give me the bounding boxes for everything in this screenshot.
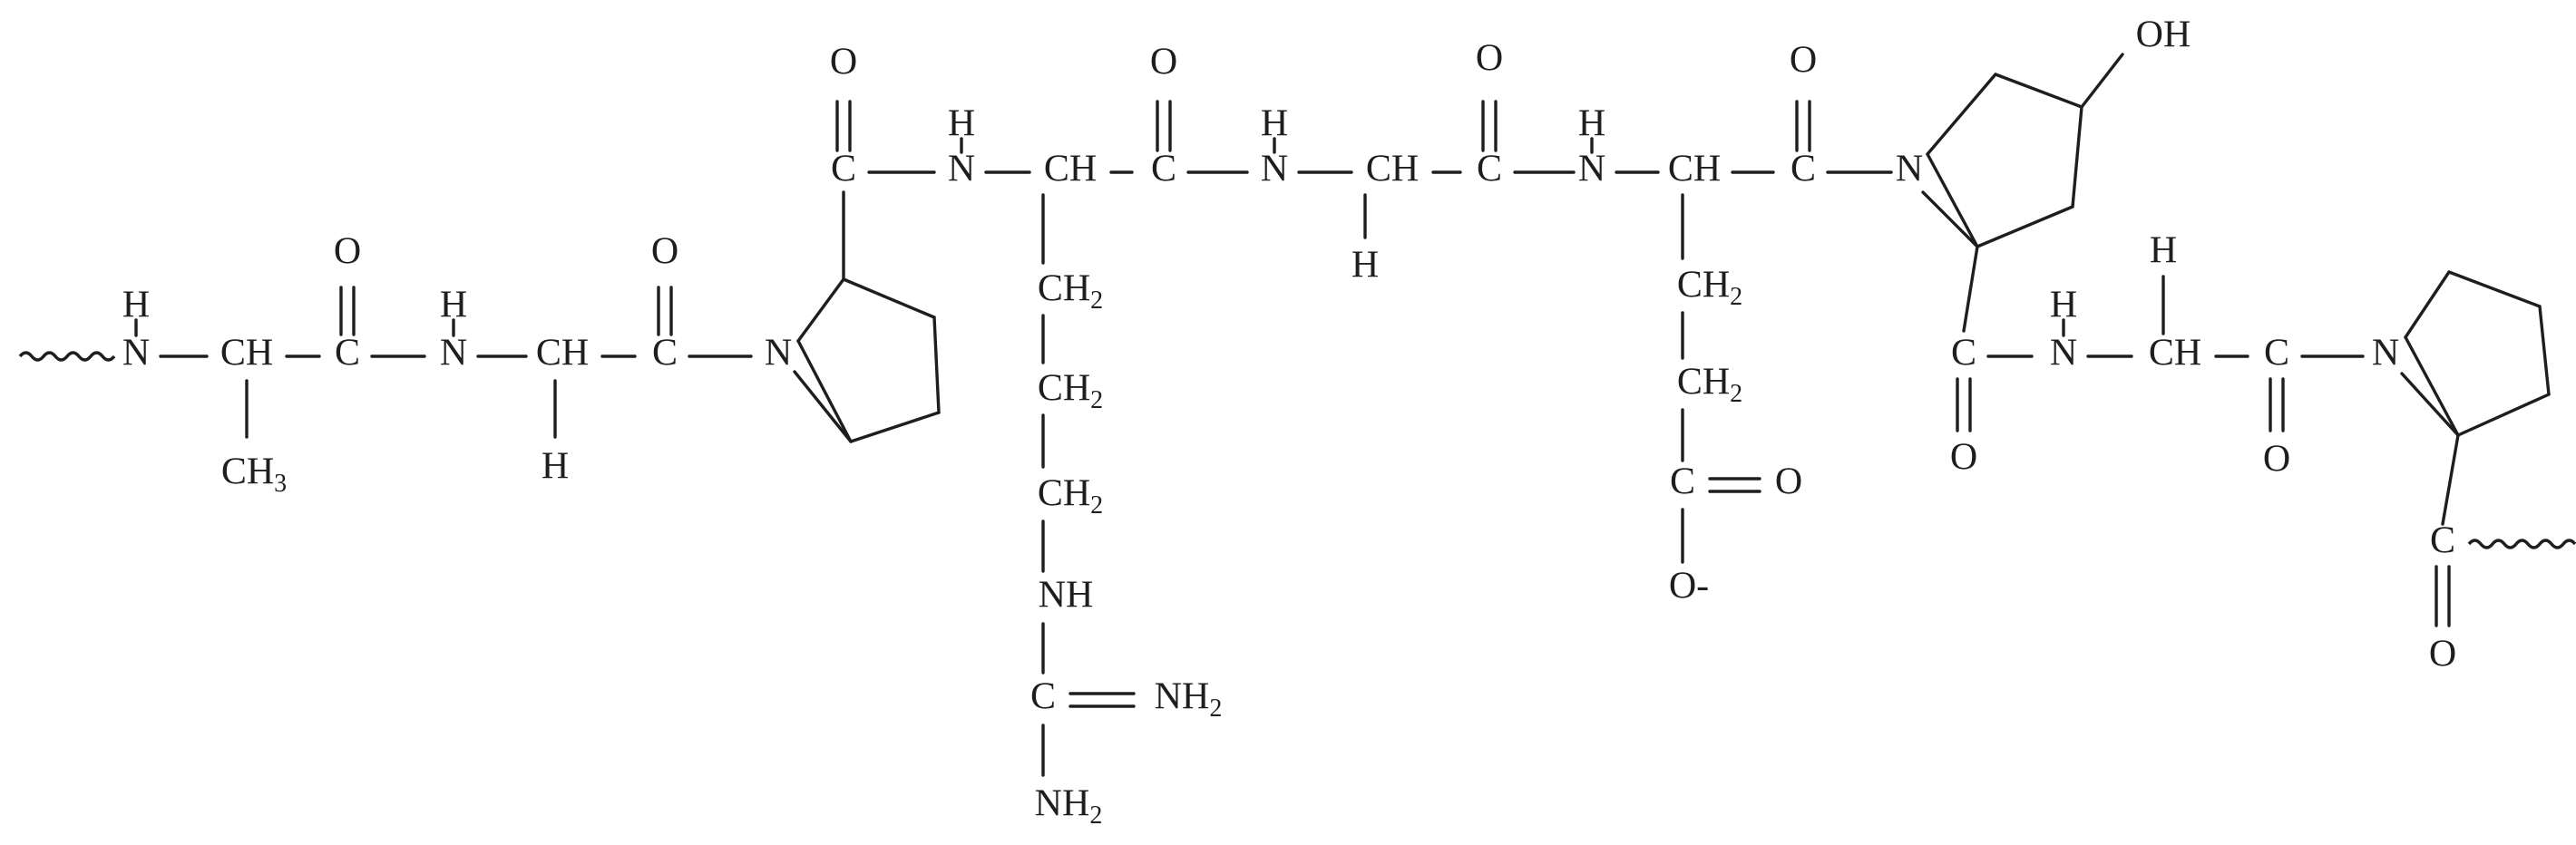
carbonyl-o-5: O [1476, 38, 1503, 80]
carboxylate-o: O [1775, 461, 1802, 503]
carbonyl-c-4: C [1151, 149, 1176, 190]
hyp-ring-7 [1976, 205, 2074, 248]
hyp-ring-7 [1921, 190, 1979, 248]
alpha-ch-5: CH [1366, 149, 1419, 190]
proline-ring-3 [796, 277, 845, 343]
carbonyl-c-3: C [831, 149, 856, 190]
amide-h-2: H [440, 285, 467, 326]
hydroxyl-oh: OH [2136, 15, 2191, 56]
proline-ring-3 [796, 339, 853, 443]
carbonyl-o-6: O [1790, 40, 1817, 82]
amide-n-6: N [1578, 149, 1605, 190]
hyp-ring-7 [2071, 105, 2083, 209]
amide-n-8: N [2050, 333, 2077, 374]
hyp-c-oh-bond [2080, 53, 2124, 109]
carbonyl-o-7: O [1950, 437, 1977, 479]
carbonyl-o-3: O [830, 42, 857, 83]
alpha-ch-4: CH [1044, 149, 1097, 190]
glu-ch2-2: CH2 [1677, 362, 1742, 409]
amide-n-4: N [948, 149, 975, 190]
carbonyl-o-8: O [2263, 439, 2290, 481]
hyp-ring-7 [1926, 73, 1997, 156]
proline-ring-9 [2456, 393, 2551, 437]
proline-ring-3 [842, 277, 936, 319]
carboxylate-c: C [1670, 461, 1695, 503]
carbonyl-o-1: O [334, 231, 361, 273]
carbonyl-c-2: C [652, 333, 678, 374]
arg-nh: NH [1039, 575, 1094, 617]
alpha-ch-1: CH [220, 333, 273, 374]
alpha-h-2: H [542, 446, 569, 488]
proline-ring-3 [793, 370, 853, 443]
chain-start-wavy [18, 351, 116, 362]
pro-ca-c-bond-9 [2441, 433, 2460, 526]
alpha-ch-2: CH [536, 333, 589, 374]
arg-ch2-2: CH2 [1038, 368, 1103, 415]
glu-ch2-1: CH2 [1677, 265, 1742, 312]
carboxylate-o-minus: O- [1669, 566, 1709, 607]
hyp-ring-7 [1926, 152, 1979, 248]
alpha-h-5: H [1351, 245, 1379, 287]
amide-n-1: N [122, 333, 150, 374]
guanidino-c: C [1030, 676, 1056, 718]
carbonyl-o-4: O [1150, 42, 1177, 83]
proline-n-9: N [2372, 333, 2399, 374]
amide-h-4: H [948, 103, 975, 145]
amide-h-1: H [122, 285, 150, 326]
methyl-group: CH3 [221, 452, 287, 499]
alpha-ch-8: CH [2149, 333, 2201, 374]
hyp-ring-7 [1994, 73, 2083, 109]
proline-ring-9 [2404, 335, 2460, 437]
carbonyl-c-9: C [2430, 520, 2455, 562]
carbonyl-c-8: C [2264, 333, 2289, 374]
arg-ch2-1: CH2 [1038, 268, 1103, 316]
proline-n-3: N [765, 333, 792, 374]
proline-ring-9 [2538, 305, 2551, 396]
amide-h-5: H [1261, 103, 1288, 145]
guanidino-nh2-1: NH2 [1155, 676, 1223, 724]
proline-ring-3 [849, 411, 941, 443]
hyp-n-7: N [1896, 149, 1923, 190]
amide-h-8: H [2050, 285, 2077, 326]
carbonyl-c-5: C [1477, 149, 1502, 190]
proline-ring-9 [2400, 372, 2460, 437]
chain-end-wavy [2467, 539, 2576, 549]
bond-lines [18, 53, 2576, 777]
hyp-ca-c-bond-7 [1962, 245, 1979, 333]
proline-ring-9 [2404, 270, 2451, 339]
proline-ring-3 [932, 316, 941, 414]
guanidino-nh2-2: NH2 [1035, 783, 1103, 830]
carbonyl-o-2: O [651, 231, 678, 273]
carbonyl-c-1: C [335, 333, 360, 374]
alpha-h-8: H [2150, 230, 2177, 272]
amide-n-5: N [1261, 149, 1288, 190]
carbonyl-c-7: C [1951, 333, 1976, 374]
alpha-ch-6: CH [1668, 149, 1721, 190]
amide-n-2: N [440, 333, 467, 374]
proline-ring-9 [2447, 270, 2542, 308]
amide-h-6: H [1578, 103, 1605, 145]
carbonyl-o-9: O [2429, 634, 2456, 675]
carbonyl-c-6: C [1791, 149, 1816, 190]
arg-ch2-3: CH2 [1038, 473, 1103, 520]
